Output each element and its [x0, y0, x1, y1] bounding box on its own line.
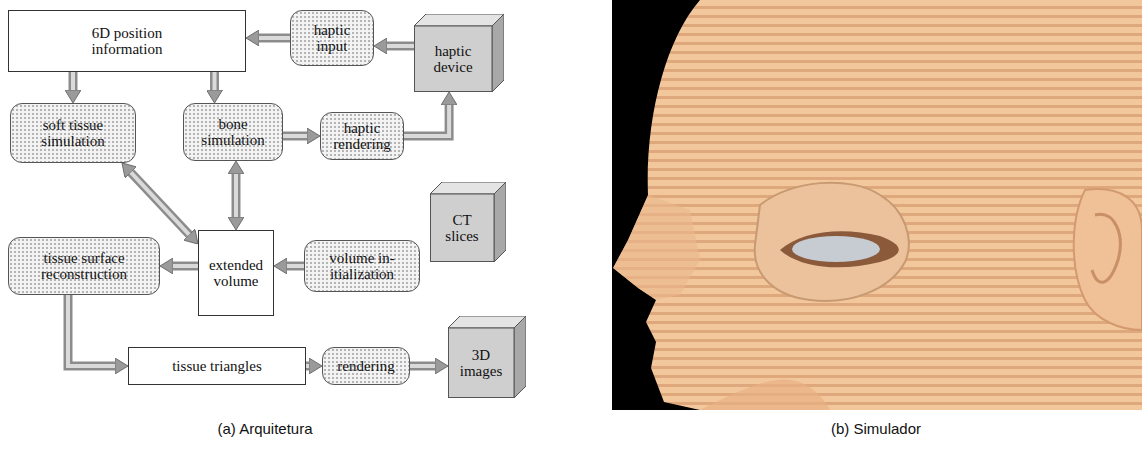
process-box: volume in- itialization: [304, 240, 420, 292]
node-text: soft tissue simulation: [27, 117, 119, 150]
flow-arrow: [173, 266, 198, 267]
process-box: bone simulation: [183, 103, 283, 161]
incision-area: [755, 183, 909, 301]
exposed-bone: [792, 236, 880, 262]
flow-arrow: [68, 295, 115, 366]
node-text: CT slices: [437, 212, 487, 245]
process-box: haptic input: [290, 10, 374, 66]
subfigure-caption: (b) Simulador: [831, 420, 921, 437]
flow-arrow: [131, 172, 189, 234]
flow-arrow: [259, 38, 290, 39]
device-box: haptic device: [414, 14, 504, 92]
node-text: 3D images: [454, 347, 508, 380]
process-box: tissue surface reconstruction: [8, 237, 160, 295]
flow-arrow: [283, 136, 307, 137]
process-box: rendering: [322, 347, 410, 385]
device-box: CT slices: [430, 182, 506, 262]
node-text: extended volume: [204, 257, 268, 290]
device-box: 3D images: [448, 316, 526, 398]
node-text: rendering: [337, 358, 394, 375]
ear: [1074, 189, 1142, 330]
flow-arrow: [410, 366, 435, 367]
node-text: volume in- itialization: [317, 250, 407, 283]
data-box: 6D position information: [8, 10, 246, 72]
flow-arrow: [214, 72, 215, 90]
flow-arrow: [236, 174, 237, 217]
node-text: bone simulation: [193, 116, 273, 149]
subfigure-caption: (a) Arquitetura: [217, 420, 312, 437]
flow-arrow: [306, 366, 309, 367]
node-text: haptic device: [423, 43, 483, 76]
data-box: tissue triangles: [128, 347, 306, 385]
node-text: haptic rendering: [326, 120, 398, 153]
node-text: tissue triangles: [172, 358, 262, 375]
head: [600, 0, 1142, 410]
flow-arrow: [73, 72, 74, 90]
data-box: extended volume: [198, 230, 274, 316]
incision-edge: [780, 231, 899, 267]
flow-arrow: [387, 46, 414, 47]
flow-arrow: [404, 105, 449, 136]
process-box: soft tissue simulation: [10, 103, 136, 163]
node-text: haptic input: [301, 22, 363, 55]
process-box: haptic rendering: [320, 112, 404, 160]
flow-arrow: [287, 266, 304, 267]
node-text: tissue surface reconstruction: [22, 250, 146, 283]
node-text: 6D position information: [71, 25, 183, 58]
